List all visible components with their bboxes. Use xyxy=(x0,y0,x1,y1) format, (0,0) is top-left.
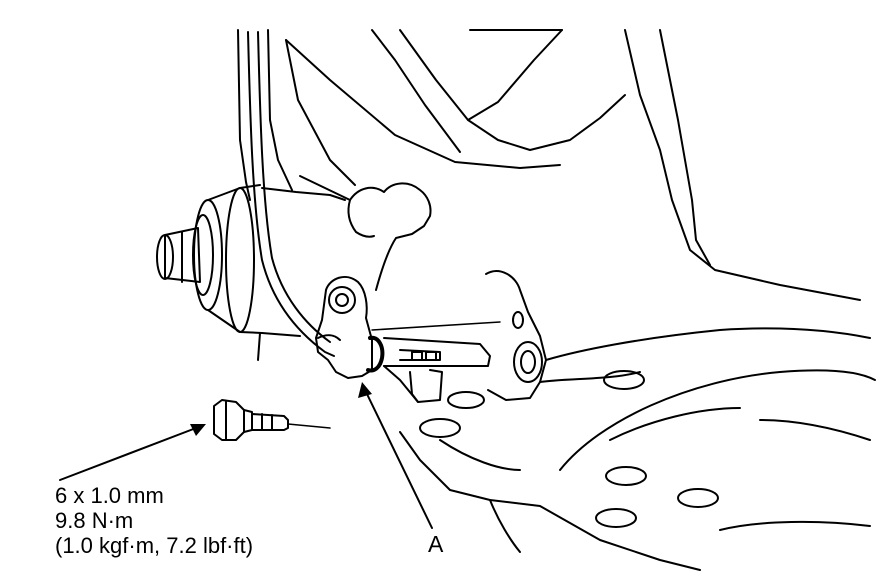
fastener-spec-label: 6 x 1.0 mm 9.8 N·m (1.0 kgf·m, 7.2 lbf·f… xyxy=(55,483,253,558)
torque-alt-text: (1.0 kgf·m, 7.2 lbf·ft) xyxy=(55,533,254,558)
torque-nm-text: 9.8 N·m xyxy=(55,508,134,533)
pivot-bushing xyxy=(156,184,346,361)
housing-structure xyxy=(237,29,861,301)
sensor-cable xyxy=(247,31,335,357)
sensor-body xyxy=(315,275,501,403)
bolt-size-text: 6 x 1.0 mm xyxy=(55,483,164,508)
leader-lines xyxy=(59,382,433,529)
mounting-flange xyxy=(399,270,876,571)
flange-bolt xyxy=(213,399,331,441)
callout-a-label: A xyxy=(428,531,444,557)
